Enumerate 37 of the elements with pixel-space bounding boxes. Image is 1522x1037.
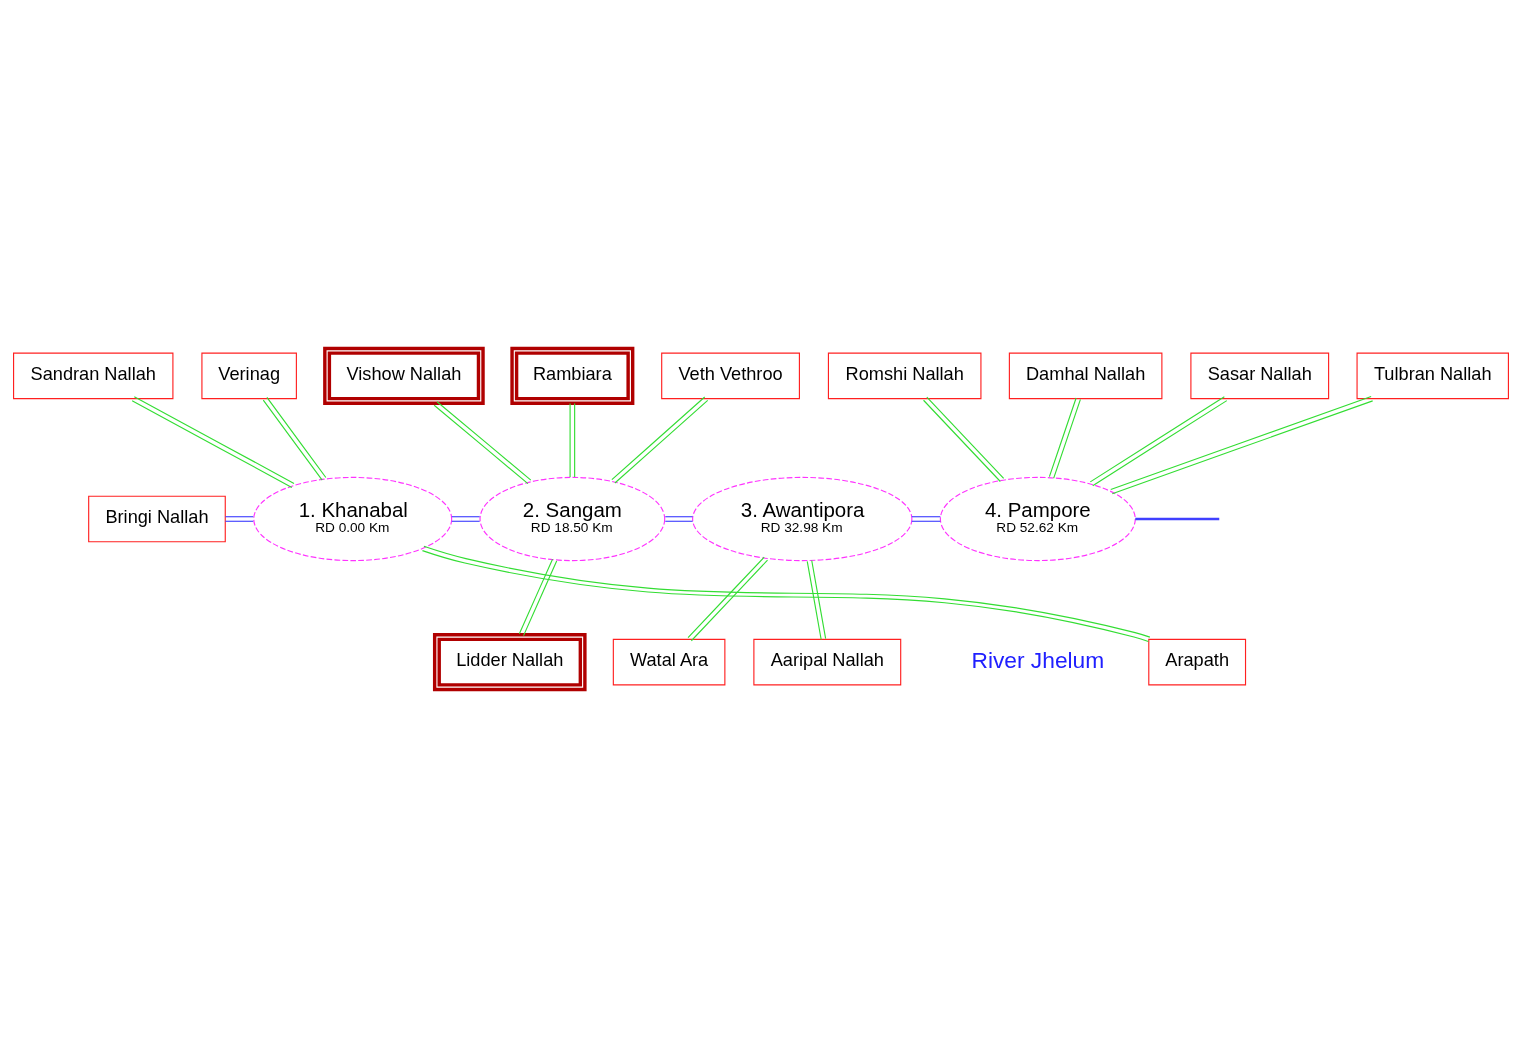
- connector: [687, 556, 769, 641]
- connector: [451, 515, 481, 522]
- node-box: Lidder Nallah: [432, 632, 587, 691]
- node-box: Romshi Nallah: [827, 352, 982, 399]
- node-box: Sasar Nallah: [1190, 352, 1330, 399]
- connector: [1110, 395, 1374, 494]
- connector: [664, 515, 694, 522]
- node-box: Verinag: [201, 352, 297, 399]
- connector: [1089, 395, 1228, 486]
- connector: [611, 395, 709, 484]
- connector: [922, 396, 1005, 482]
- connector: [1135, 517, 1220, 520]
- label: River Jhelum: [971, 646, 1105, 673]
- node-box: Watal Ara: [612, 638, 726, 685]
- connector: [569, 402, 576, 478]
- node-ellipse: 3. Awantipora RD 32.98 Km: [692, 476, 913, 561]
- connector: [262, 396, 327, 481]
- node-ellipse: 1. Khanabal RD 0.00 Km: [253, 476, 453, 561]
- node-box: Tulbran Nallah: [1356, 352, 1509, 399]
- node-ellipse: 2. Sangam RD 18.50 Km: [479, 476, 666, 561]
- node-box: Bringi Nallah: [88, 495, 226, 542]
- connector: [421, 545, 1151, 642]
- node-box: Vishow Nallah: [323, 346, 485, 405]
- connector: [806, 559, 827, 640]
- node-box: Sandran Nallah: [13, 352, 174, 399]
- connector: [1048, 396, 1081, 479]
- node-ellipse: 4. Pampore RD 52.62 Km: [939, 476, 1136, 561]
- node-box: Arapath: [1148, 638, 1247, 685]
- node-box: Rambiara: [510, 346, 635, 405]
- node-box: Veth Vethroo: [661, 352, 800, 399]
- connector: [911, 515, 941, 522]
- node-box: Damhal Nallah: [1008, 352, 1163, 399]
- connector: [224, 515, 254, 522]
- connector: [131, 395, 295, 488]
- node-box: Aaripal Nallah: [753, 638, 902, 685]
- connector: [433, 400, 532, 484]
- connector: [518, 558, 558, 636]
